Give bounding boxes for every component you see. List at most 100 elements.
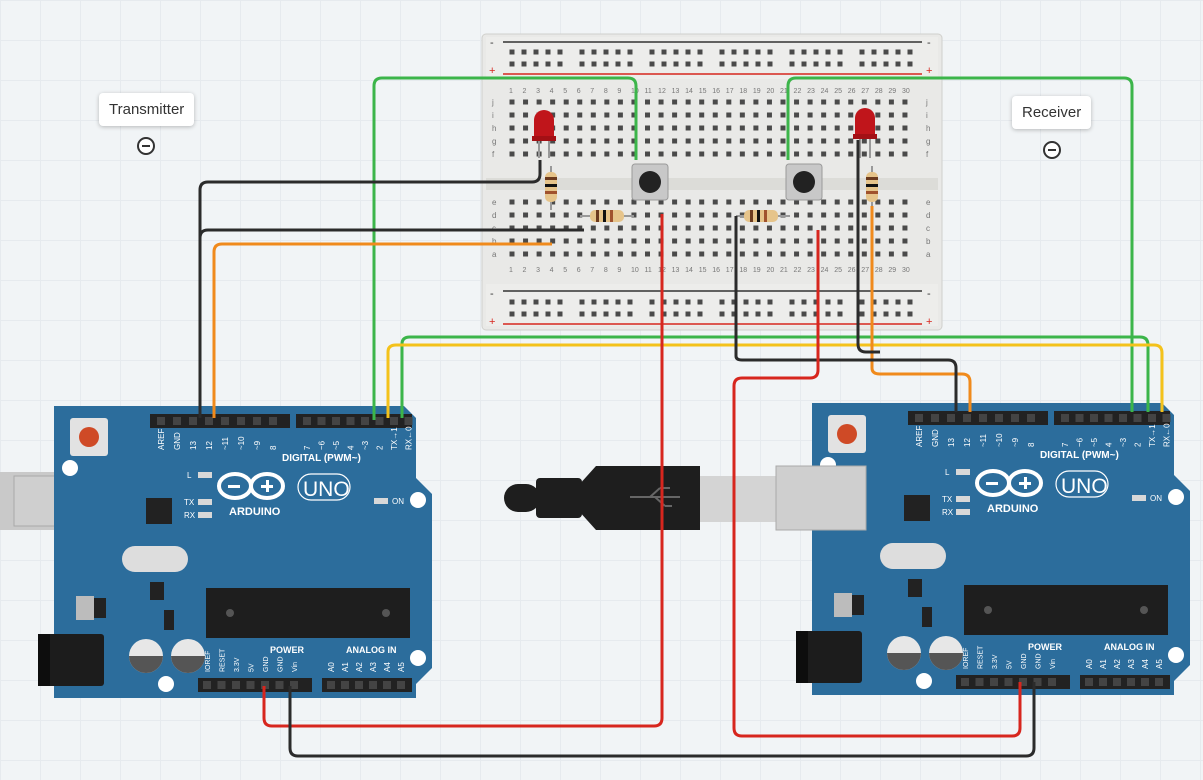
breadboard-hole[interactable] [509,112,515,118]
breadboard-hole[interactable] [563,199,569,205]
breadboard-hole[interactable] [739,151,745,157]
breadboard-hole[interactable] [631,238,637,244]
breadboard-hole[interactable] [672,112,678,118]
breadboard-hole[interactable] [902,199,908,205]
breadboard-hole[interactable] [658,99,664,105]
rail-hole[interactable] [871,49,877,55]
rail-hole[interactable] [755,61,761,67]
breadboard-hole[interactable] [685,125,691,131]
rail-hole[interactable] [719,299,725,305]
breadboard-hole[interactable] [753,251,759,257]
rail-hole[interactable] [719,311,725,317]
header-socket[interactable] [332,417,340,425]
breadboard-hole[interactable] [848,212,854,218]
breadboard-hole[interactable] [848,238,854,244]
breadboard-hole[interactable] [523,251,529,257]
header-socket[interactable] [355,681,363,689]
breadboard-hole[interactable] [523,112,529,118]
rail-hole[interactable] [907,61,913,67]
breadboard-hole[interactable] [848,125,854,131]
breadboard-hole[interactable] [509,151,515,157]
rail-hole[interactable] [557,49,563,55]
wires[interactable] [198,76,1164,758]
breadboard-hole[interactable] [739,125,745,131]
resistor-right-led[interactable] [866,166,878,210]
rail-hole[interactable] [731,49,737,55]
breadboard-hole[interactable] [834,212,840,218]
header-socket[interactable] [1162,414,1171,422]
breadboard-hole[interactable] [577,125,583,131]
breadboard-hole[interactable] [821,112,827,118]
rail-hole[interactable] [825,299,831,305]
breadboard-hole[interactable] [685,251,691,257]
rail-hole[interactable] [731,311,737,317]
breadboard-hole[interactable] [712,151,718,157]
rail-hole[interactable] [615,299,621,305]
breadboard-hole[interactable] [902,151,908,157]
header-socket[interactable] [1004,678,1013,686]
header-socket[interactable] [303,417,311,425]
breadboard-hole[interactable] [726,199,732,205]
rail-hole[interactable] [591,49,597,55]
rail-hole[interactable] [673,299,679,305]
breadboard-hole[interactable] [861,212,867,218]
rail-hole[interactable] [767,311,773,317]
header-socket[interactable] [369,681,377,689]
breadboard-hole[interactable] [888,251,894,257]
breadboard-hole[interactable] [563,138,569,144]
rail-hole[interactable] [627,61,633,67]
breadboard-hole[interactable] [821,151,827,157]
breadboard-hole[interactable] [726,212,732,218]
usb-cable[interactable] [504,465,867,531]
breadboard-hole[interactable] [875,212,881,218]
breadboard-hole[interactable] [888,151,894,157]
rail-hole[interactable] [801,61,807,67]
header-socket[interactable] [961,678,969,686]
breadboard-hole[interactable] [523,99,529,105]
rail-hole[interactable] [859,311,865,317]
breadboard[interactable]: - - + + - - + + 112233445566778899101011… [481,33,943,331]
breadboard-hole[interactable] [645,125,650,131]
breadboard-hole[interactable] [875,151,881,157]
breadboard-hole[interactable] [590,112,596,118]
rail-hole[interactable] [673,49,679,55]
rail-hole[interactable] [509,49,515,55]
rail-hole[interactable] [685,61,691,67]
breadboard-hole[interactable] [712,238,718,244]
rail-hole[interactable] [895,299,901,305]
rail-hole[interactable] [545,61,551,67]
rail-hole[interactable] [767,299,773,305]
pushbutton-receiver[interactable] [785,163,823,201]
header-socket[interactable] [390,417,398,425]
resistor-left-led[interactable] [545,166,557,210]
breadboard-hole[interactable] [536,238,542,244]
breadboard-hole[interactable] [658,199,664,205]
breadboard-hole[interactable] [631,125,637,131]
header-socket[interactable] [375,417,384,425]
breadboard-hole[interactable] [577,199,583,205]
breadboard-hole[interactable] [685,199,691,205]
rail-hole[interactable] [837,49,843,55]
breadboard-hole[interactable] [726,151,732,157]
header-socket[interactable] [203,681,211,689]
breadboard-hole[interactable] [658,151,664,157]
rail-hole[interactable] [603,49,609,55]
rail-hole[interactable] [533,49,539,55]
rail-hole[interactable] [557,311,563,317]
rail-hole[interactable] [685,311,691,317]
breadboard-hole[interactable] [780,199,786,205]
breadboard-hole[interactable] [604,225,610,231]
breadboard-hole[interactable] [563,112,569,118]
rail-hole[interactable] [649,299,655,305]
breadboard-hole[interactable] [875,238,881,244]
breadboard-hole[interactable] [726,138,732,144]
breadboard-hole[interactable] [902,225,908,231]
header-socket[interactable] [1119,414,1127,422]
breadboard-hole[interactable] [861,199,867,205]
rail-hole[interactable] [859,299,865,305]
breadboard-hole[interactable] [645,251,650,257]
rail-hole[interactable] [743,49,749,55]
header-socket[interactable] [1033,678,1042,686]
breadboard-hole[interactable] [834,225,840,231]
